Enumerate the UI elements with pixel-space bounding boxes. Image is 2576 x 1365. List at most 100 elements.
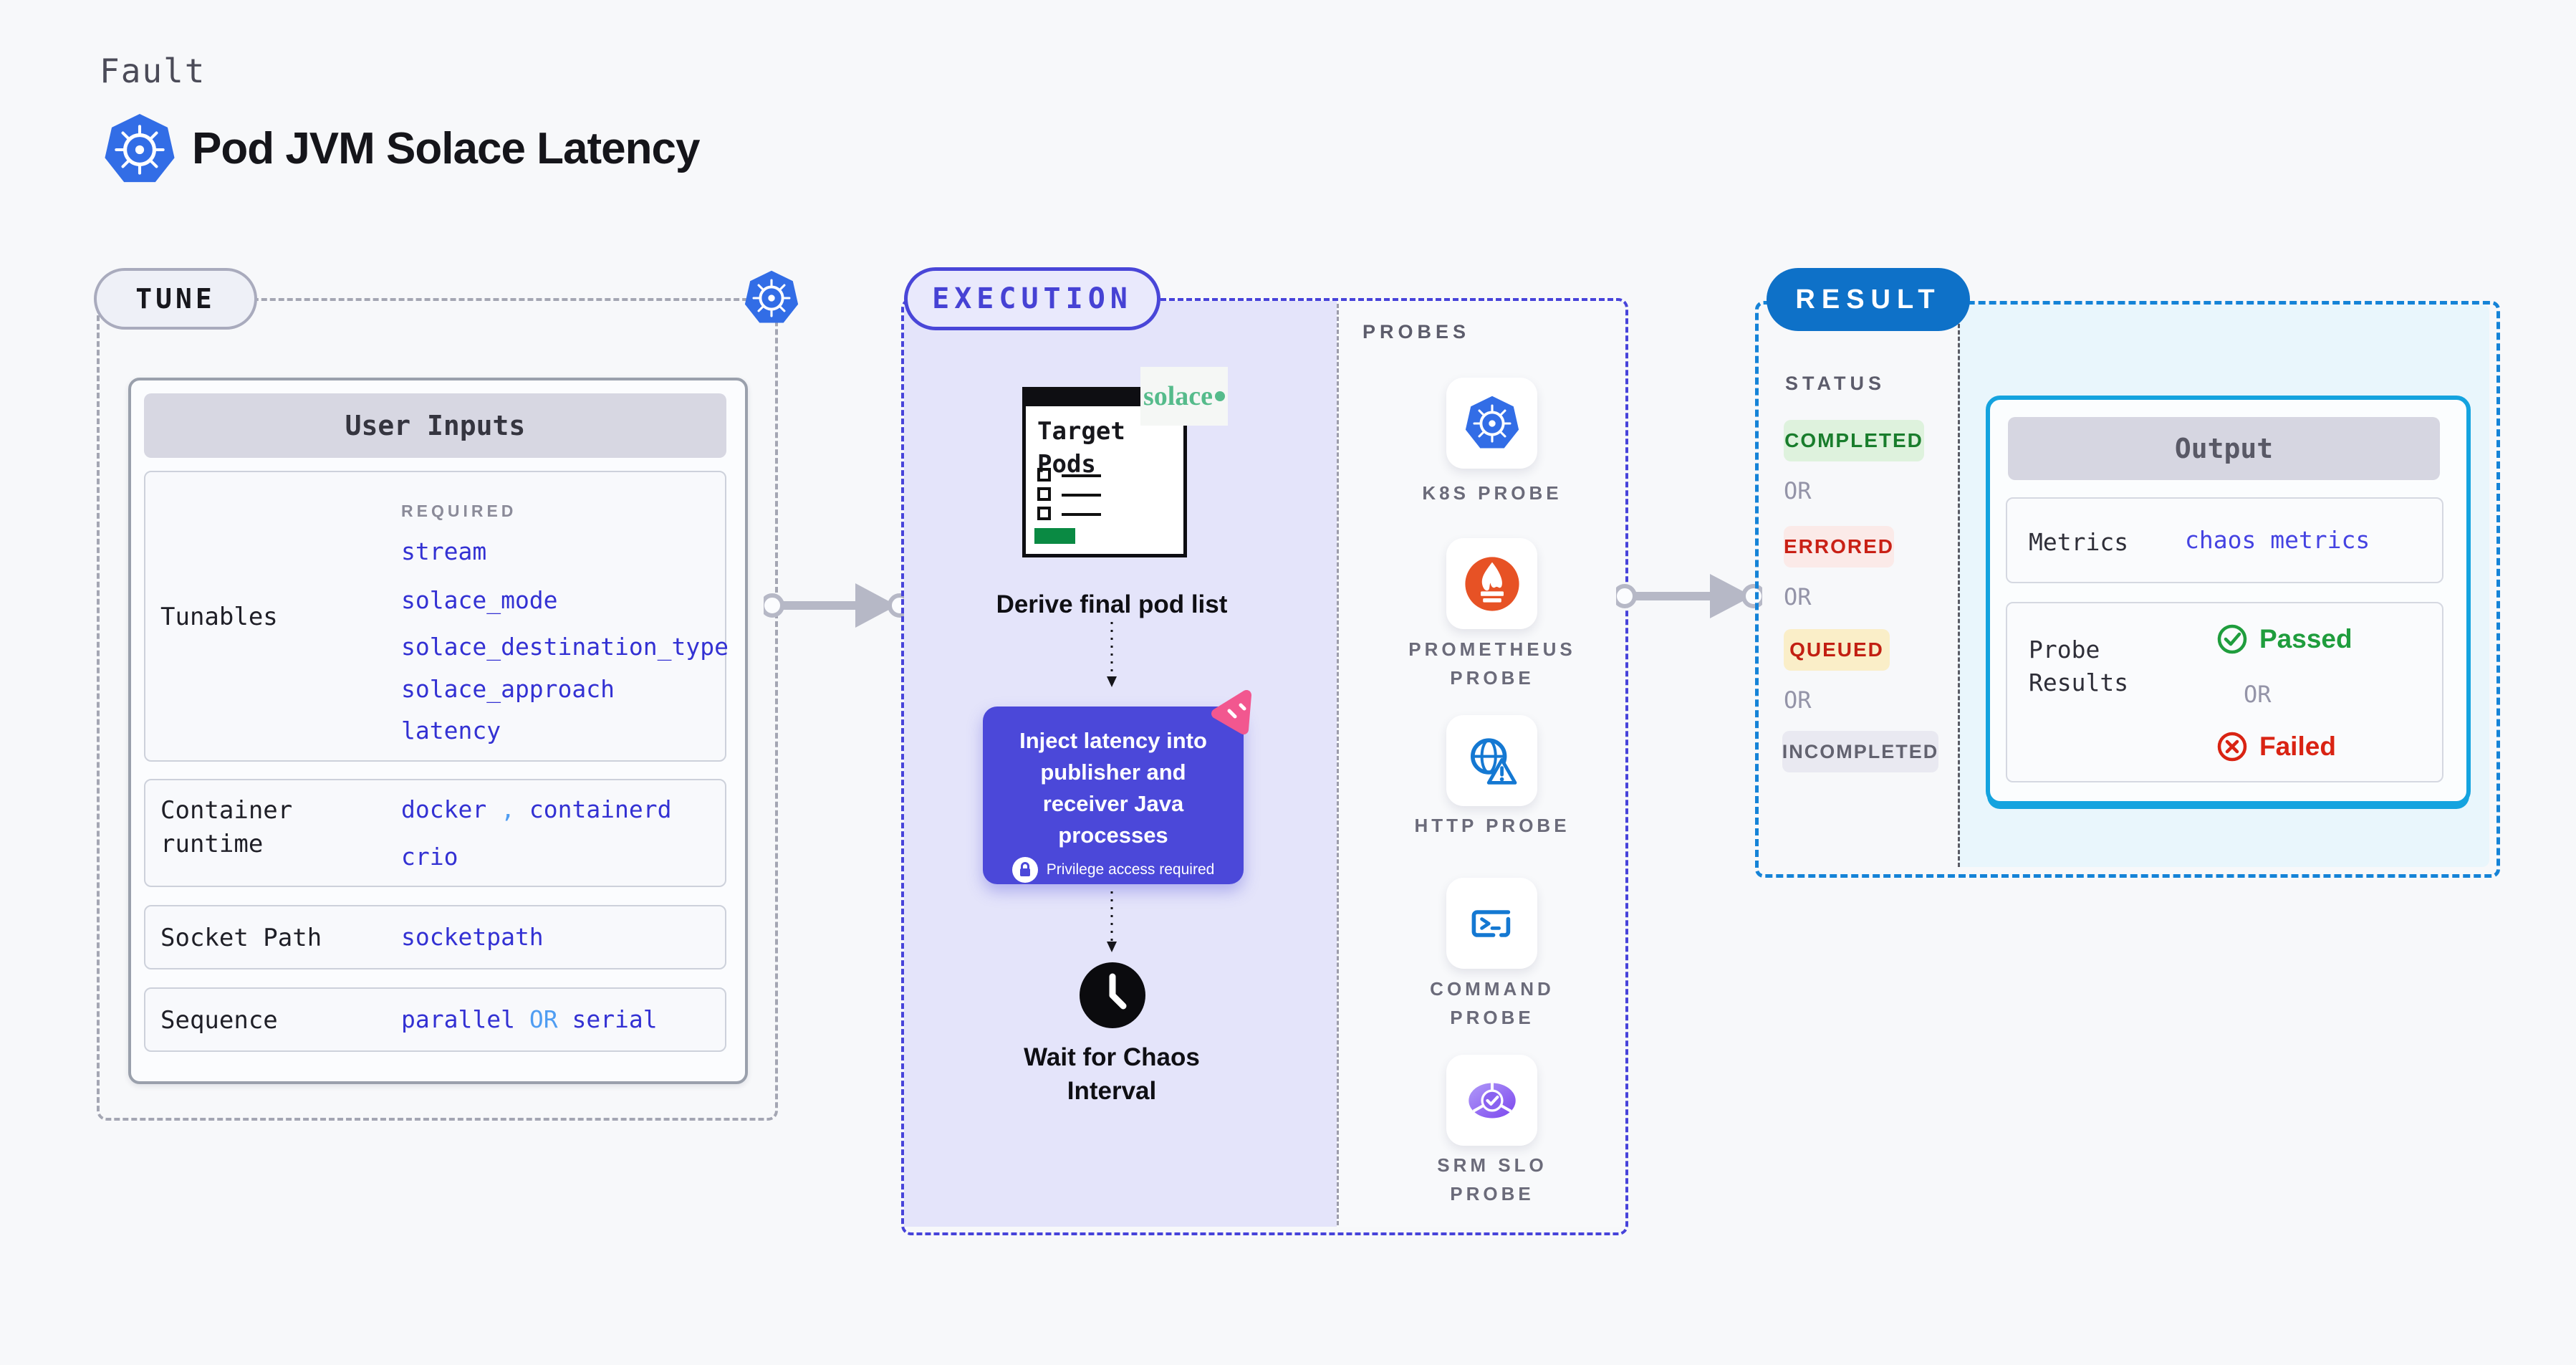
- privilege-note: Privilege access required: [1046, 861, 1215, 878]
- terminal-icon: [1471, 909, 1510, 937]
- tune-pill: TUNE: [94, 268, 257, 330]
- solace-logo: solace: [1140, 367, 1228, 426]
- slo-pie-check-icon: [1468, 1081, 1516, 1119]
- output-title: Output: [2174, 433, 2274, 464]
- srm-slo-probe-card: [1446, 1055, 1537, 1146]
- chaos-pin-icon: [1211, 690, 1251, 734]
- dotted-connector: [1107, 622, 1117, 687]
- target-pods-title: Target Pods: [1037, 417, 1125, 479]
- result-pill-label: RESULT: [1795, 284, 1941, 315]
- tunables-row: [144, 471, 726, 762]
- tune-container: [97, 298, 778, 1121]
- sequence-or: OR: [529, 1005, 558, 1033]
- page-title: Pod JVM Solace Latency: [192, 124, 700, 173]
- output-header: Output: [2008, 417, 2440, 480]
- container-runtime-row: [144, 779, 726, 887]
- runtime-separator: ,: [501, 795, 515, 823]
- tunables-label: Tunables: [160, 603, 278, 631]
- passed-label: Passed: [2259, 624, 2352, 653]
- sequence-value: parallel OR serial: [401, 1005, 658, 1033]
- lock-icon: [1011, 857, 1038, 883]
- green-button: [1034, 528, 1075, 544]
- derive-step-label: Derive final pod list: [996, 590, 1228, 618]
- status-badge-queued: QUEUED: [1784, 629, 1890, 671]
- x-circle-icon: [2217, 732, 2247, 762]
- solace-logo-text: solace: [1143, 381, 1213, 411]
- inject-step-card: Inject latency into publisher and receiv…: [983, 707, 1244, 884]
- wait-step-label: Wait for Chaos Interval: [1024, 1043, 1200, 1105]
- arrow-tune-to-execution: [764, 583, 907, 628]
- kubernetes-icon: [105, 114, 175, 183]
- fault-eyebrow: Fault: [100, 52, 206, 90]
- prometheus-probe-card: [1446, 538, 1537, 629]
- probes-heading: PROBES: [1363, 321, 1471, 343]
- probe-results-label: Probe Results: [2029, 636, 2129, 696]
- result-divider: [1958, 305, 1960, 867]
- execution-pill-label: EXECUTION: [932, 282, 1133, 315]
- tunable-value: solace_destination_type: [401, 633, 729, 661]
- runtime-containerd: containerd: [529, 795, 672, 823]
- privilege-row: Privilege access required: [983, 857, 1244, 883]
- failed-label: Failed: [2259, 732, 2336, 761]
- container-runtime-values: docker , containerd: [401, 795, 672, 823]
- tunable-value: solace_approach: [401, 675, 615, 703]
- tunable-value: latency: [401, 717, 501, 744]
- arrow-execution-to-result: [1616, 574, 1762, 618]
- probe-results-row: Probe Results Passed OR Failed: [2006, 602, 2443, 782]
- result-pill: RESULT: [1767, 268, 1970, 331]
- socket-path-label: Socket Path: [160, 924, 322, 952]
- required-label: REQUIRED: [401, 502, 517, 520]
- failed-row: Failed: [2216, 731, 2336, 762]
- http-probe-card: [1446, 715, 1537, 806]
- runtime-docker: docker: [401, 795, 487, 823]
- kubernetes-icon: [1465, 396, 1519, 448]
- or-label: OR: [1784, 583, 1812, 610]
- or-label: OR: [1784, 686, 1812, 714]
- sequence-serial: serial: [572, 1005, 658, 1033]
- clock-icon: [1080, 962, 1145, 1028]
- tunable-value: solace_mode: [401, 586, 558, 614]
- srm-slo-probe-label: SRM SLO PROBE: [1437, 1154, 1547, 1204]
- runtime-crio: crio: [401, 843, 458, 871]
- metrics-row: Metrics chaos metrics: [2006, 497, 2443, 583]
- user-inputs-title: User Inputs: [345, 410, 526, 441]
- status-badge-completed: COMPLETED: [1784, 420, 1924, 461]
- status-badge-errored: ERRORED: [1784, 526, 1894, 567]
- k8s-probe-card: [1446, 378, 1537, 469]
- sequence-label: Sequence: [160, 1006, 278, 1035]
- status-heading: STATUS: [1785, 373, 1885, 394]
- pod-checkbox-row: [1037, 487, 1101, 504]
- socket-path-value: socketpath: [401, 923, 544, 951]
- container-runtime-label: Container runtime: [160, 796, 293, 858]
- command-probe-label: COMMAND PROBE: [1430, 978, 1554, 1028]
- socket-path-row: [144, 905, 726, 969]
- check-circle-icon: [2217, 624, 2247, 654]
- pod-checkbox-row: [1037, 468, 1101, 485]
- solace-logo-dot: [1215, 391, 1226, 401]
- output-box: Output Metrics chaos metrics Probe Resul…: [1986, 396, 2471, 805]
- passed-row: Passed: [2216, 623, 2352, 655]
- kubernetes-corner-icon: [744, 270, 799, 323]
- result-container: [1755, 301, 2500, 878]
- prometheus-probe-label: PROMETHEUS PROBE: [1408, 638, 1576, 689]
- prometheus-icon: [1464, 556, 1519, 611]
- sequence-parallel: parallel: [401, 1005, 515, 1033]
- status-badge-incompleted: INCOMPLETED: [1782, 731, 1938, 772]
- metrics-value: chaos metrics: [2185, 526, 2370, 554]
- pod-checkbox-row: [1037, 507, 1101, 524]
- or-label: OR: [2244, 681, 2272, 708]
- tune-pill-label: TUNE: [135, 283, 216, 315]
- command-probe-card: [1446, 878, 1537, 969]
- probes-divider: [1337, 304, 1339, 1225]
- or-label: OR: [1784, 477, 1812, 504]
- sequence-row: [144, 987, 726, 1052]
- tunable-value: stream: [401, 537, 487, 565]
- execution-pill: EXECUTION: [904, 267, 1160, 330]
- execution-container: [901, 298, 1628, 1235]
- dotted-connector: [1107, 891, 1117, 952]
- http-probe-label: HTTP PROBE: [1414, 815, 1570, 836]
- user-inputs-header: User Inputs: [144, 393, 726, 458]
- k8s-probe-label: K8S PROBE: [1422, 482, 1562, 504]
- inject-step-label: Inject latency into publisher and receiv…: [1019, 728, 1207, 848]
